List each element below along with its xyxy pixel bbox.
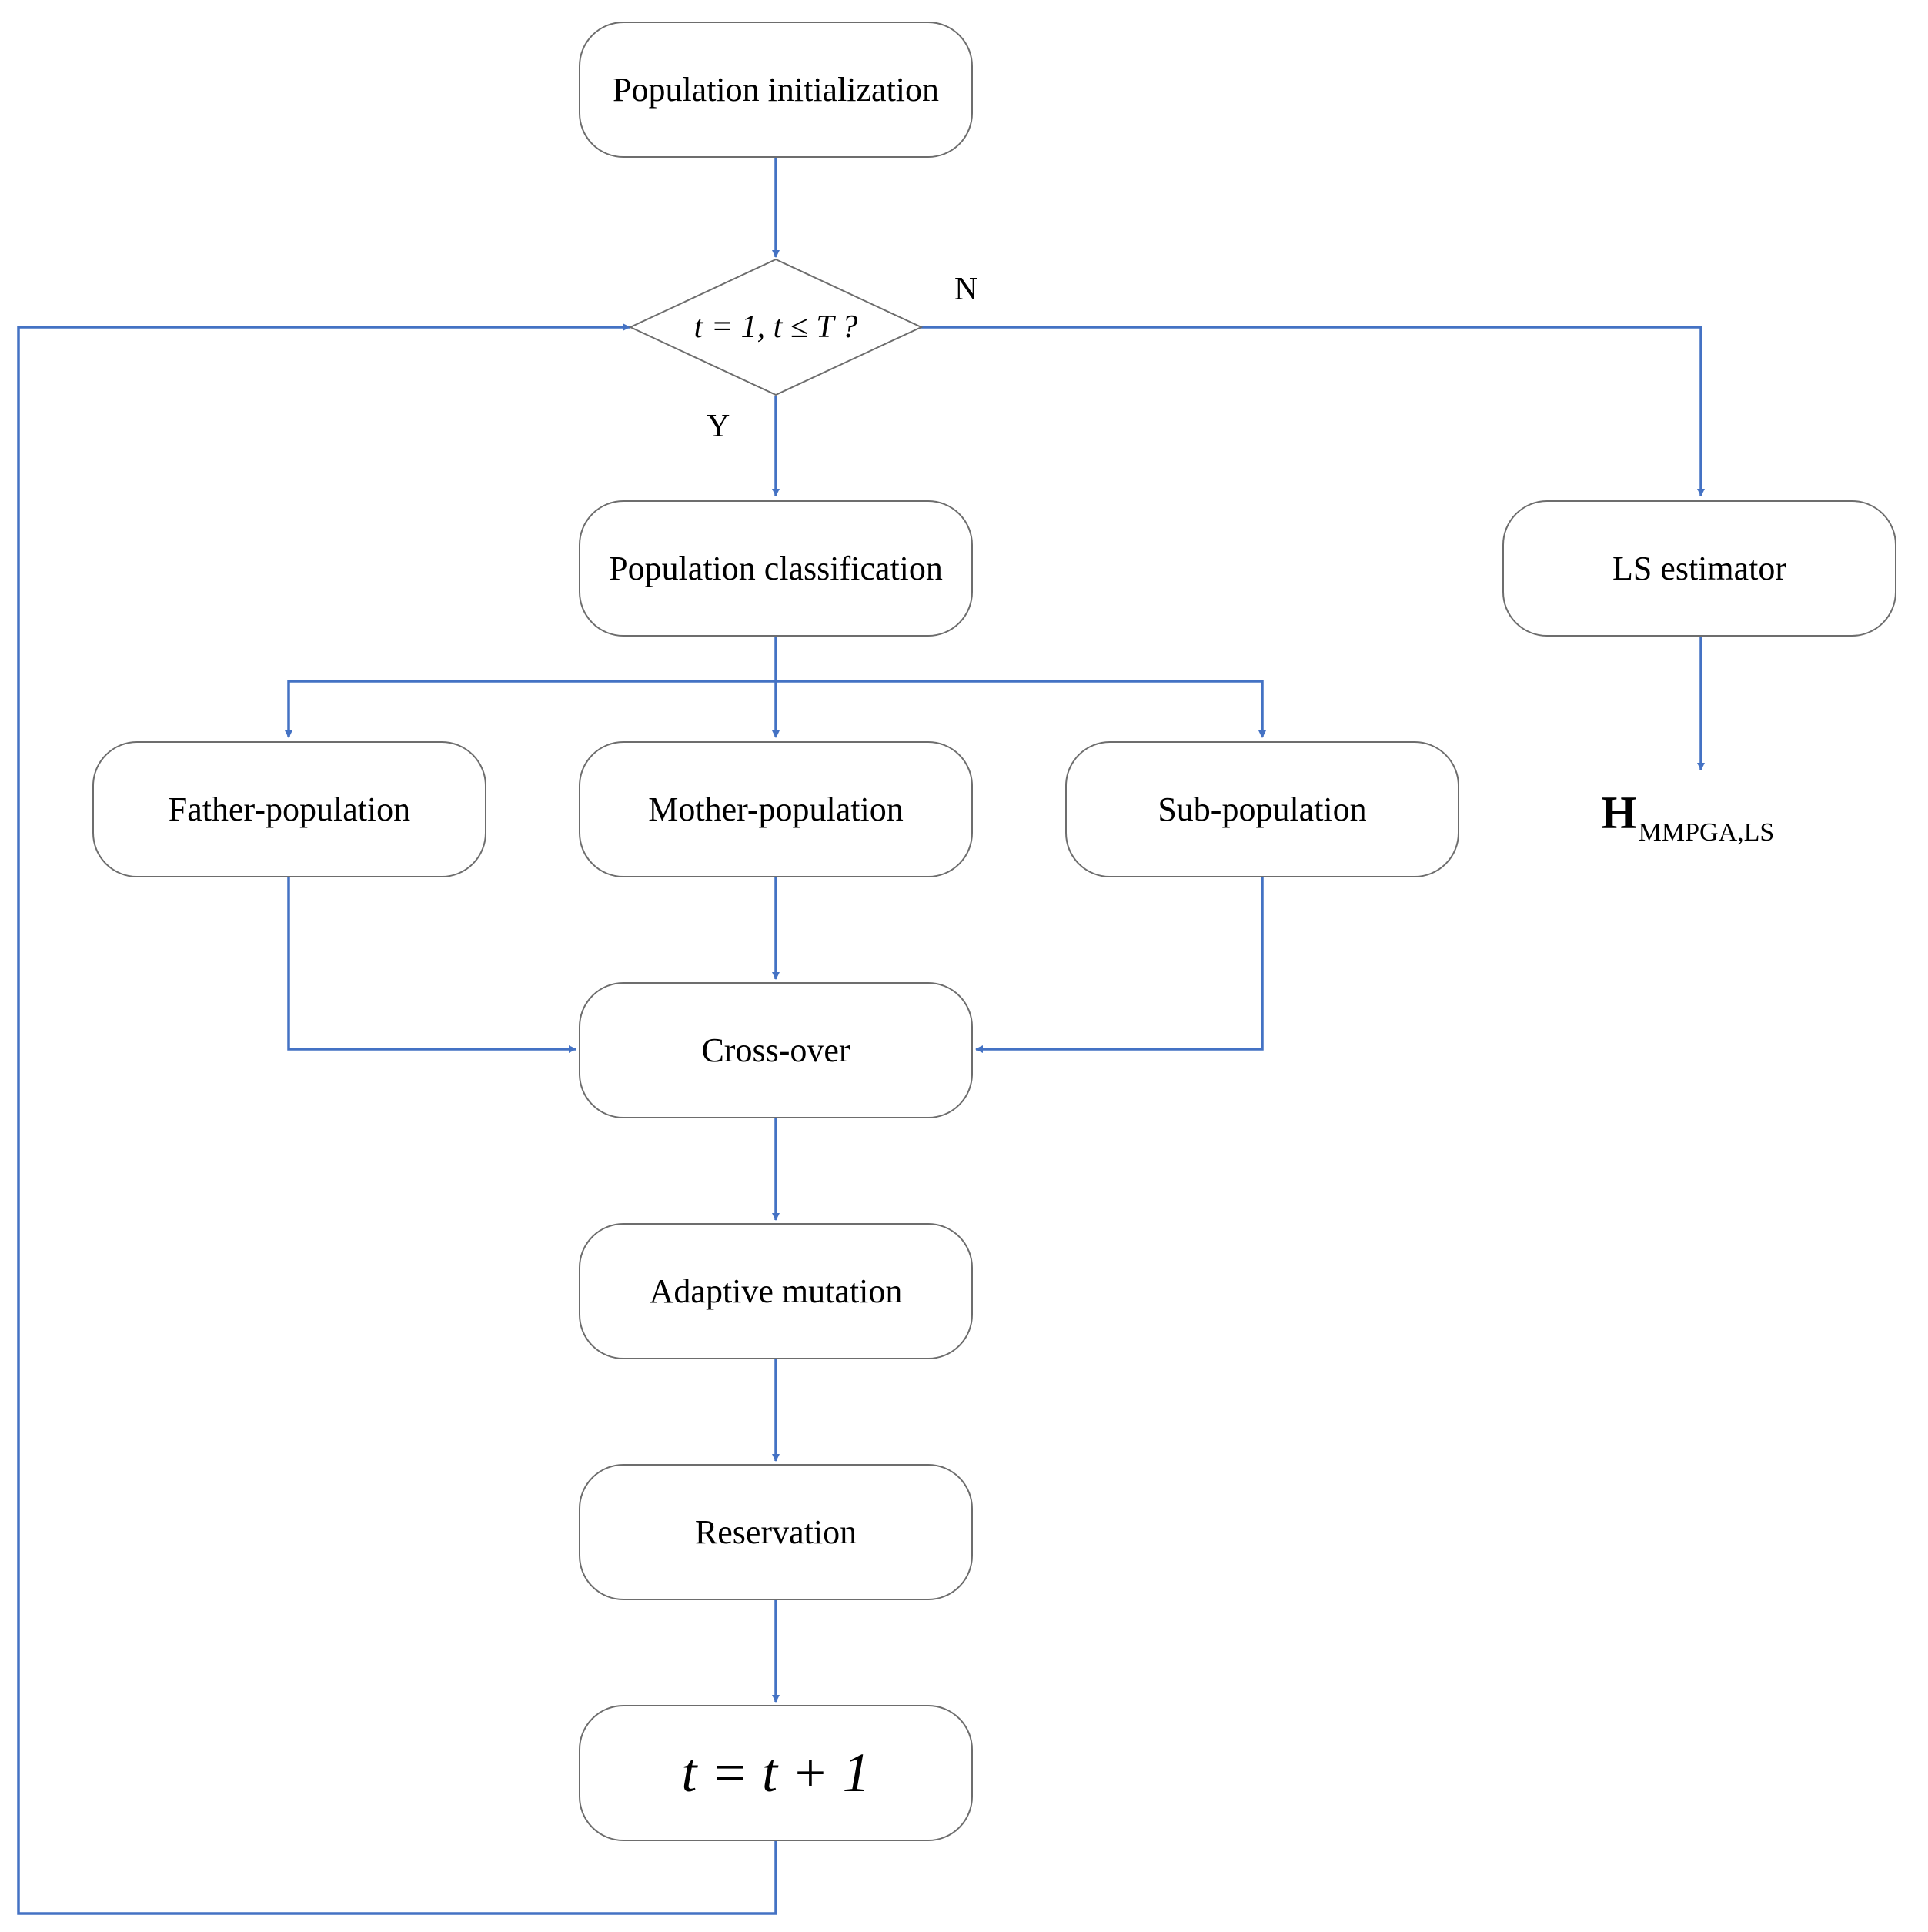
- node-label: Father-population: [168, 791, 411, 828]
- node-increment: t = t + 1: [579, 1705, 973, 1841]
- decision-condition: t = 1, t ≤ T ?: [633, 300, 918, 354]
- output-h-mmpga-ls: HMMPGA,LS: [1601, 787, 1774, 847]
- decision-diamond: [628, 258, 924, 396]
- node-label: Sub-population: [1158, 791, 1367, 828]
- node-label: t = t + 1: [681, 1742, 870, 1803]
- node-population-classification: Population classification: [579, 500, 973, 637]
- node-label: Cross-over: [701, 1031, 850, 1069]
- node-cross-over: Cross-over: [579, 982, 973, 1118]
- arrow-increment-loop-back: [17, 323, 777, 1915]
- node-label: Reservation: [694, 1513, 857, 1551]
- node-label: Adaptive mutation: [649, 1272, 903, 1310]
- node-reservation: Reservation: [579, 1464, 973, 1600]
- node-sub-population: Sub-population: [1065, 741, 1459, 877]
- node-label: Population initialization: [612, 71, 940, 109]
- node-label: Mother-population: [648, 791, 904, 828]
- branch-label-yes: Y: [707, 409, 730, 444]
- arrow-sub-to-crossover: [975, 877, 1264, 1053]
- node-adaptive-mutation: Adaptive mutation: [579, 1223, 973, 1359]
- output-symbol: H: [1601, 787, 1637, 838]
- node-ls-estimator: LS estimator: [1502, 500, 1896, 637]
- arrow-classification-to-father: [285, 680, 776, 738]
- arrow-classification-to-sub: [776, 680, 1266, 738]
- node-population-initialization: Population initialization: [579, 22, 973, 158]
- node-mother-population: Mother-population: [579, 741, 973, 877]
- decision-label: t = 1, t ≤ T ?: [693, 309, 858, 345]
- node-father-population: Father-population: [92, 741, 486, 877]
- node-label: Population classification: [609, 550, 943, 587]
- branch-label-no: N: [954, 272, 978, 307]
- node-label: LS estimator: [1612, 550, 1787, 587]
- output-subscript: MMPGA,LS: [1638, 818, 1775, 847]
- arrow-father-to-crossover: [287, 877, 576, 1053]
- arrow-decision-to-ls: [920, 326, 1705, 496]
